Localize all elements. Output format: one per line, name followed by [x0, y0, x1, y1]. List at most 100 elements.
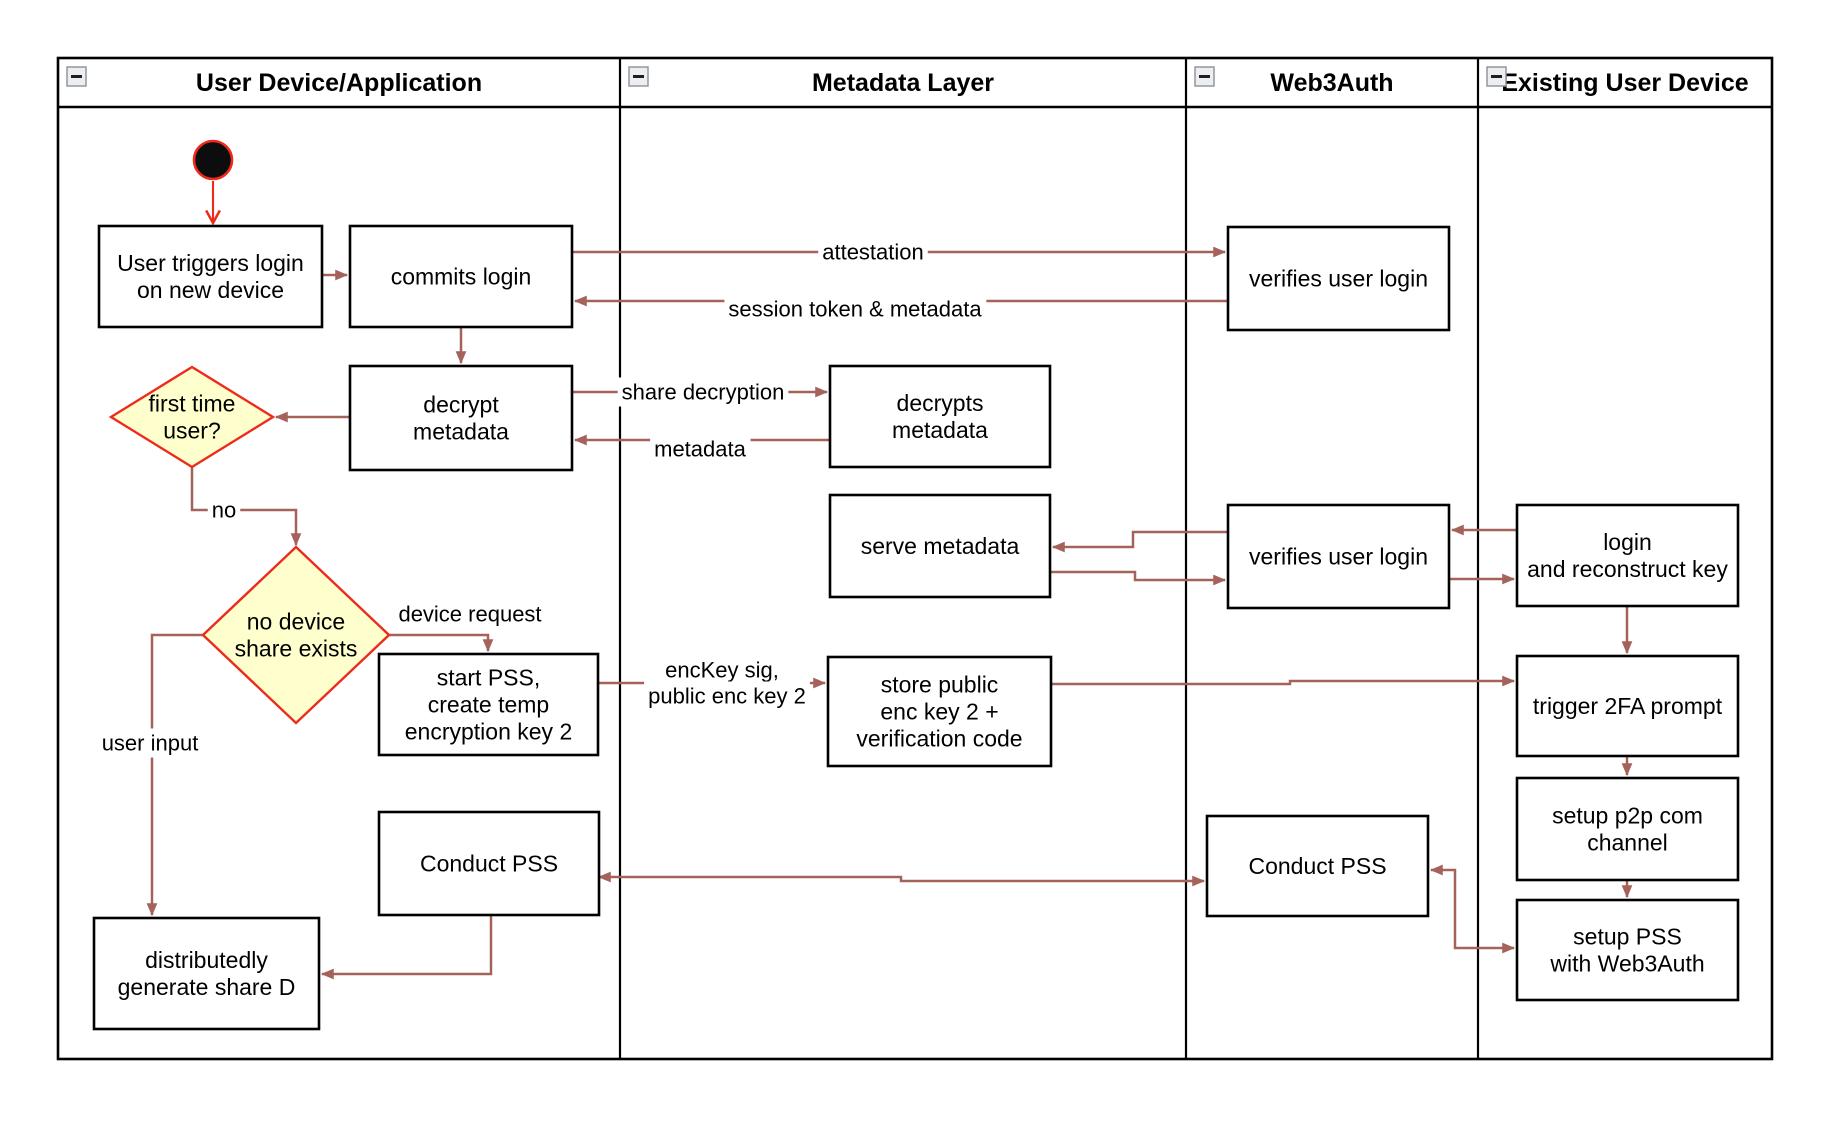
activity-box[interactable]: [1515, 898, 1740, 1002]
edge-label-bg: [97, 728, 203, 758]
edge-conduct-pss-link: [597, 871, 1206, 887]
start-node-circle[interactable]: [192, 139, 234, 181]
node-verifies-login-2[interactable]: verifies user login: [1226, 503, 1451, 610]
edge-device-request: [389, 633, 494, 653]
edge-label-bg: [818, 237, 928, 267]
node-trigger-2fa[interactable]: trigger 2FA prompt: [1515, 654, 1740, 758]
node-conduct-pss-web3[interactable]: Conduct PSS: [1205, 814, 1430, 918]
activity-box[interactable]: [1515, 503, 1740, 608]
edge-label-bg: [724, 294, 987, 324]
edge-no-branch: [190, 467, 302, 547]
activity-box[interactable]: [377, 652, 600, 757]
edge-label-bg: [207, 495, 241, 525]
node-label-line: decrypt: [423, 392, 499, 418]
activity-box[interactable]: [377, 810, 601, 917]
node-label-line: verifies user login: [1249, 266, 1428, 292]
node-label-line: and reconstruct key: [1527, 556, 1728, 582]
decision-shape[interactable]: [108, 365, 276, 469]
edge-label: session token & metadata: [728, 297, 982, 322]
lane-title: Existing User Device: [1501, 69, 1748, 97]
edge-label-bg: [617, 377, 789, 407]
activity-box[interactable]: [348, 364, 574, 472]
node-verifies-login-1[interactable]: verifies user login: [1226, 225, 1451, 332]
node-label-line: enc key 2 +: [880, 699, 998, 725]
edge-verifies2-to-serve: [1051, 530, 1228, 553]
collapse-button[interactable]: [628, 66, 649, 87]
node-label-line: channel: [1587, 830, 1668, 856]
node-conduct-pss-user[interactable]: Conduct PSS: [377, 810, 601, 917]
decision-shape[interactable]: [201, 545, 391, 725]
node-commits-login[interactable]: commits login: [348, 224, 574, 329]
activity-box[interactable]: [1515, 654, 1740, 758]
edge-label: user input: [102, 731, 199, 756]
node-label-line: encryption key 2: [405, 719, 572, 745]
node-label-line: metadata: [413, 419, 509, 445]
node-label-line: setup p2p com: [1552, 803, 1703, 829]
activity-box[interactable]: [1226, 225, 1451, 332]
node-label-line: with Web3Auth: [1549, 951, 1704, 977]
activity-box[interactable]: [828, 493, 1052, 599]
node-start[interactable]: [192, 139, 234, 181]
edge-conduct-to-generate: [320, 915, 493, 980]
edge-label: no: [212, 498, 236, 523]
collapse-button[interactable]: [1486, 66, 1507, 87]
edge-setuppss-conduct-link: [1429, 864, 1516, 954]
node-label-line: user?: [163, 418, 221, 444]
lane-title: User Device/Application: [196, 69, 482, 97]
node-label-line: first time: [149, 391, 236, 417]
activity-box[interactable]: [828, 364, 1052, 469]
node-label-line: generate share D: [118, 974, 296, 1000]
node-label-line: on new device: [137, 277, 284, 303]
lane-title: Metadata Layer: [812, 69, 994, 97]
activity-box[interactable]: [97, 224, 324, 329]
lane-title: Web3Auth: [1270, 69, 1393, 97]
node-label-line: store public: [881, 672, 999, 698]
collapse-button[interactable]: [66, 66, 87, 87]
edge-label: metadata: [654, 437, 746, 462]
edge-label-bg: [661, 655, 783, 685]
node-label-line: commits login: [391, 264, 532, 290]
node-label-line: Conduct PSS: [1248, 853, 1386, 879]
minus-icon: [1199, 75, 1210, 78]
activity-box[interactable]: [1226, 503, 1451, 610]
minus-icon: [1491, 75, 1502, 78]
activity-box[interactable]: [826, 655, 1053, 768]
node-label-line: login: [1603, 529, 1652, 555]
node-serve-metadata[interactable]: serve metadata: [828, 493, 1052, 599]
edge-label-bg: [650, 434, 751, 464]
collapse-button[interactable]: [1194, 66, 1215, 87]
edge-label: share decryption: [622, 380, 785, 405]
node-label-line: Conduct PSS: [420, 851, 558, 877]
edge-label: encKey sig,: [665, 658, 779, 683]
node-label-line: no device: [247, 609, 345, 635]
node-label-line: metadata: [892, 417, 988, 443]
activity-box[interactable]: [92, 916, 321, 1031]
edge-label: device request: [398, 602, 541, 627]
edge-labels: attestation session token & metadata share…: [97, 237, 987, 758]
node-label-line: verification code: [856, 726, 1022, 752]
edge-label-bg: [644, 681, 810, 711]
edge-store-to-2fa: [1051, 675, 1516, 687]
edge-label: attestation: [822, 240, 924, 265]
node-label-line: start PSS,: [437, 665, 541, 691]
node-label-line: User triggers login: [117, 250, 304, 276]
activity-box[interactable]: [1205, 814, 1430, 918]
node-label-line: decrypts: [897, 390, 984, 416]
activity-box[interactable]: [1515, 776, 1740, 882]
activity-box[interactable]: [348, 224, 574, 329]
node-label-line: serve metadata: [861, 533, 1020, 559]
